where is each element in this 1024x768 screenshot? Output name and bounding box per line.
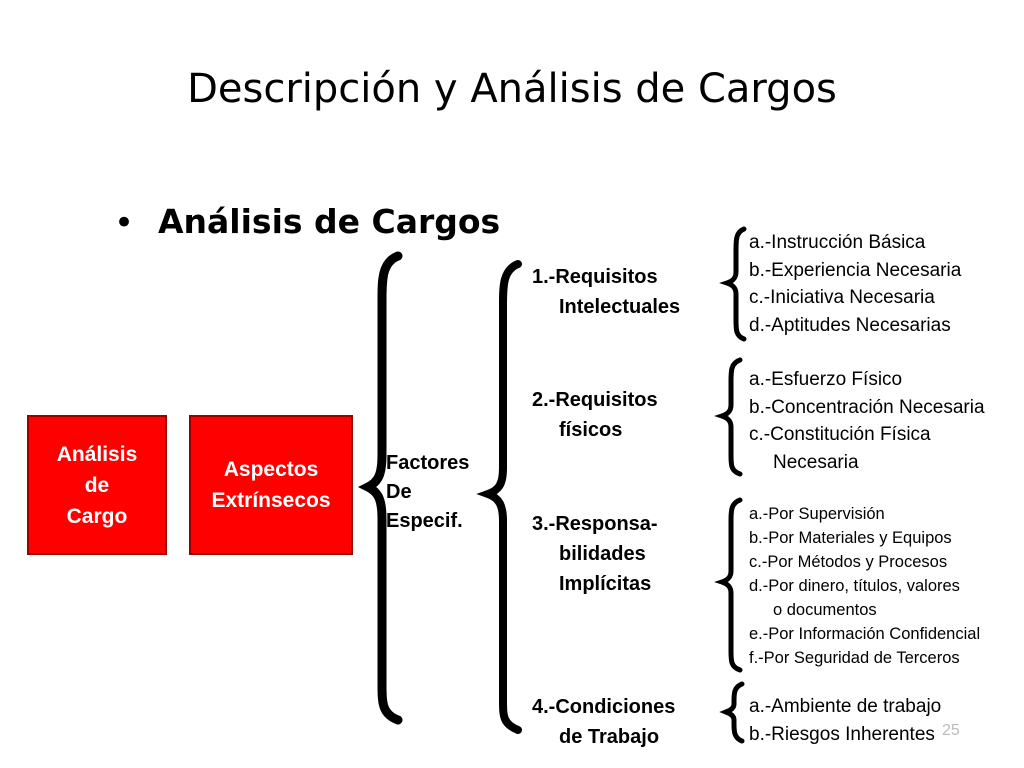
list-item: o documentos <box>773 601 877 619</box>
list-item: b.-Por Materiales y Equipos <box>749 529 952 547</box>
requisito-line: físicos <box>559 419 623 441</box>
requisito-line: 2.-Requisitos <box>532 389 658 411</box>
requisitos-brace-icon <box>476 260 522 734</box>
list-item: d.-Por dinero, títulos, valores <box>749 577 960 595</box>
factores-line: Especif. <box>386 510 463 532</box>
requisito-responsabilidades: 3.-Responsa- bilidades Implícitas <box>532 509 658 599</box>
requisito-intelectuales: 1.-Requisitos Intelectuales <box>532 262 680 322</box>
list-item: Necesaria <box>773 451 859 473</box>
box-line: Extrínsecos <box>211 489 331 512</box>
factores-label: Factores De Especif. <box>386 449 469 536</box>
list-item: c.-Iniciativa Necesaria <box>749 287 935 308</box>
requisito-line: Intelectuales <box>559 296 681 318</box>
analisis-de-cargo-box: Análisis de Cargo <box>27 415 167 555</box>
factores-line: Factores <box>386 452 470 474</box>
list-item: b.-Experiencia Necesaria <box>749 259 962 281</box>
condiciones-brace-icon <box>719 681 745 744</box>
requisito-line: 3.-Responsa- <box>532 513 658 535</box>
requisito-condiciones: 4.-Condiciones de Trabajo <box>532 692 675 752</box>
slide-title: Descripción y Análisis de Cargos <box>187 66 837 112</box>
factores-line: De <box>386 481 412 503</box>
list-item: b.-Concentración Necesaria <box>749 396 985 418</box>
requisito-line: bilidades <box>559 543 646 565</box>
responsabilidades-list: a.-Por Supervisión b.-Por Materiales y E… <box>749 502 980 670</box>
list-item: c.-Por Métodos y Procesos <box>749 553 948 571</box>
list-item: c.-Constitución Física <box>749 424 931 445</box>
aspectos-extrinsecos-box: Aspectos Extrínsecos <box>189 415 353 555</box>
list-item: a.-Ambiente de trabajo <box>749 696 942 717</box>
large-brace-icon <box>357 251 403 725</box>
list-item: b.-Riesgos Inherentes <box>749 723 935 745</box>
box-line: Aspectos <box>223 458 319 481</box>
list-item: a.-Esfuerzo Físico <box>749 369 903 390</box>
fisicos-list: a.-Esfuerzo Físico b.-Concentración Nece… <box>749 366 985 476</box>
requisito-line: 4.-Condiciones <box>532 696 676 718</box>
list-item: a.-Por Supervisión <box>749 505 885 523</box>
fisicos-brace-icon <box>714 357 743 477</box>
list-item: a.-Instrucción Básica <box>749 232 926 253</box>
bullet-point-icon: • <box>114 203 135 243</box>
box-line: de <box>84 473 110 497</box>
requisito-line: 1.-Requisitos <box>532 266 658 288</box>
requisito-line: Implícitas <box>559 573 652 595</box>
intelectuales-list: a.-Instrucción Básica b.-Experiencia Nec… <box>749 229 961 339</box>
requisito-fisicos: 2.-Requisitos físicos <box>532 385 658 445</box>
box-line: Análisis <box>56 442 138 466</box>
requisito-line: de Trabajo <box>559 726 660 748</box>
list-item: e.-Por Información Confidencial <box>749 625 981 643</box>
responsabilidades-brace-icon <box>714 497 743 673</box>
page-number: 25 <box>942 722 960 739</box>
box-line: Cargo <box>66 504 128 528</box>
condiciones-list: a.-Ambiente de trabajo b.-Riesgos Inhere… <box>749 693 941 748</box>
intelectuales-brace-icon <box>719 226 747 342</box>
list-item: f.-Por Seguridad de Terceros <box>749 649 960 667</box>
bullet-heading: Análisis de Cargos <box>158 202 501 241</box>
list-item: d.-Aptitudes Necesarias <box>749 314 951 336</box>
